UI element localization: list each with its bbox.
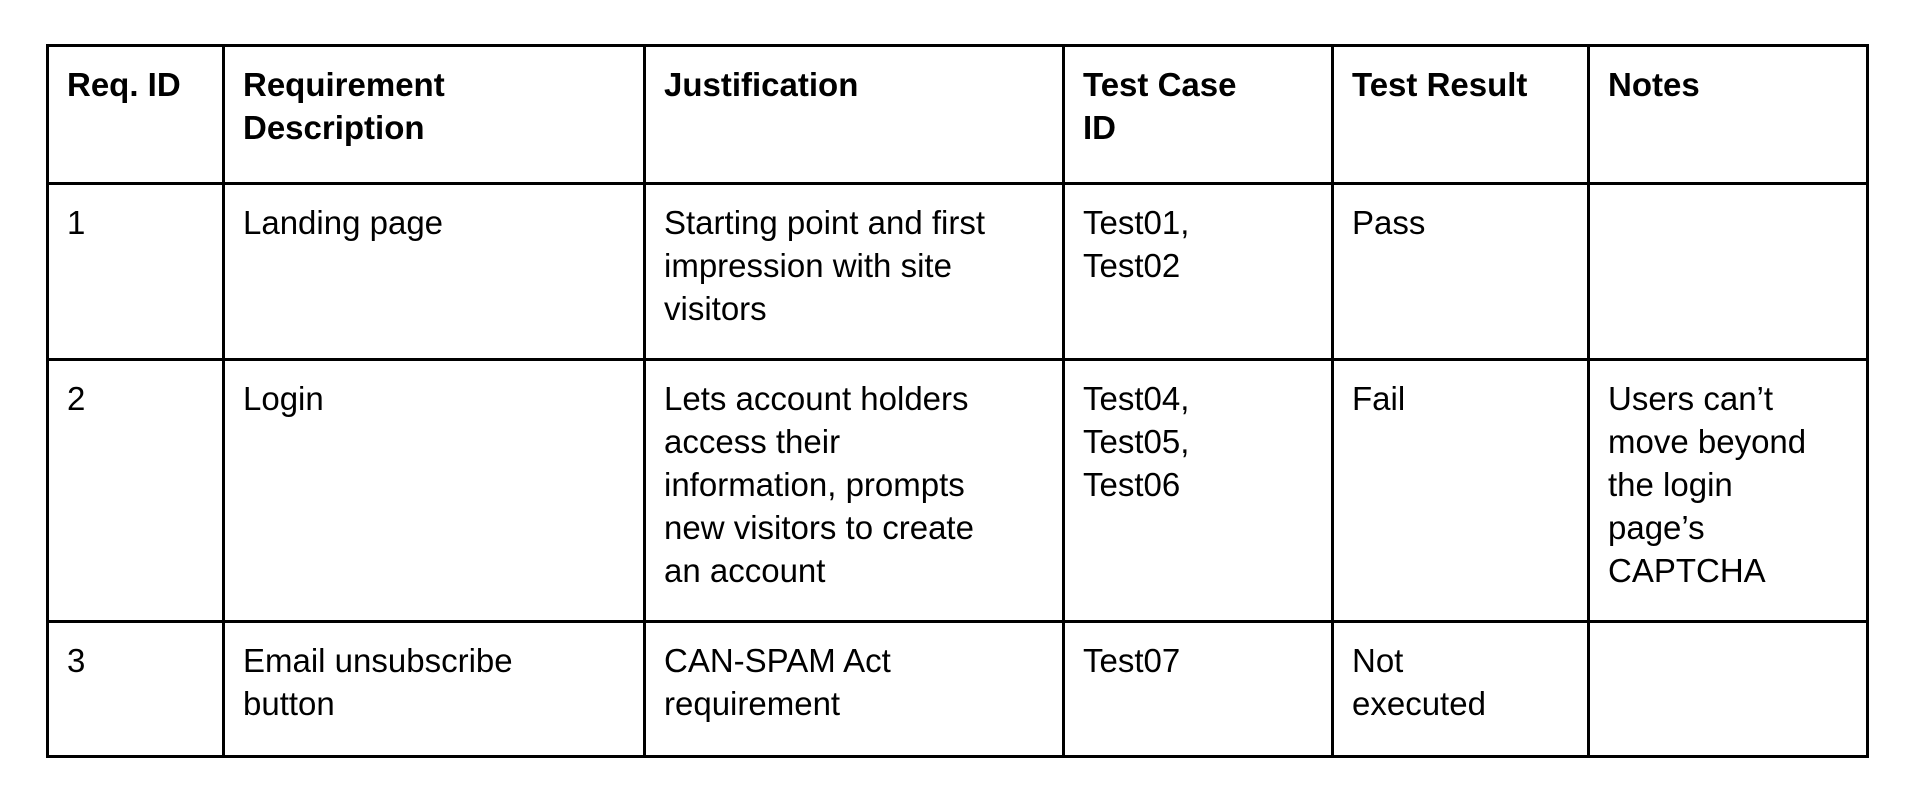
cell-req-id: 3 bbox=[46, 620, 225, 758]
cell-requirement-description: Login bbox=[222, 358, 646, 623]
cell-test-result: Pass bbox=[1331, 182, 1590, 361]
cell-req-id: 1 bbox=[46, 182, 225, 361]
header-cell-test-result: Test Result bbox=[1331, 44, 1590, 185]
requirements-table: Req. ID Requirement Description Justific… bbox=[46, 44, 1869, 758]
table-row: 3 Email unsubscribe button CAN-SPAM Act … bbox=[46, 620, 1869, 758]
cell-notes bbox=[1587, 620, 1869, 758]
header-cell-req-id: Req. ID bbox=[46, 44, 225, 185]
header-cell-justification: Justification bbox=[643, 44, 1065, 185]
table-row: 2 Login Lets account holders access thei… bbox=[46, 358, 1869, 623]
cell-justification: CAN-SPAM Act requirement bbox=[643, 620, 1065, 758]
cell-notes bbox=[1587, 182, 1869, 361]
cell-test-result: Not executed bbox=[1331, 620, 1590, 758]
table-header: Req. ID Requirement Description Justific… bbox=[46, 44, 1869, 185]
header-cell-requirement-description: Requirement Description bbox=[222, 44, 646, 185]
cell-test-case-id: Test07 bbox=[1062, 620, 1334, 758]
cell-justification: Starting point and first impression with… bbox=[643, 182, 1065, 361]
cell-justification: Lets account holders access their inform… bbox=[643, 358, 1065, 623]
header-cell-notes: Notes bbox=[1587, 44, 1869, 185]
cell-test-case-id: Test04, Test05, Test06 bbox=[1062, 358, 1334, 623]
cell-test-result: Fail bbox=[1331, 358, 1590, 623]
table-body: 1 Landing page Starting point and first … bbox=[46, 182, 1869, 758]
cell-test-case-id: Test01, Test02 bbox=[1062, 182, 1334, 361]
header-row: Req. ID Requirement Description Justific… bbox=[46, 44, 1869, 185]
cell-notes: Users can’t move beyond the login page’s… bbox=[1587, 358, 1869, 623]
cell-requirement-description: Email unsubscribe button bbox=[222, 620, 646, 758]
cell-req-id: 2 bbox=[46, 358, 225, 623]
cell-requirement-description: Landing page bbox=[222, 182, 646, 361]
table-row: 1 Landing page Starting point and first … bbox=[46, 182, 1869, 361]
header-cell-test-case-id: Test Case ID bbox=[1062, 44, 1334, 185]
